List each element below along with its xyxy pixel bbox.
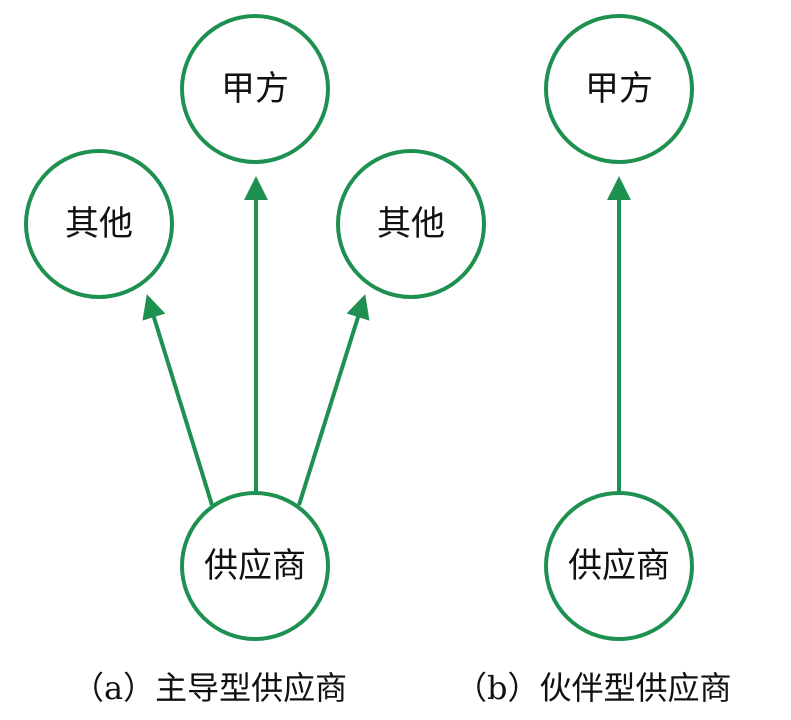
caption-diagram-a: （a）主导型供应商 <box>72 669 348 707</box>
diagram-a-node-other-right: 其他 <box>336 149 486 299</box>
diagram-a-node-party-a: 甲方 <box>180 14 330 164</box>
node-circle <box>336 149 486 299</box>
diagram-a-node-supplier: 供应商 <box>180 491 330 641</box>
edge-supplier-to-other-right <box>297 294 370 506</box>
node-circle <box>544 14 694 164</box>
node-label-supplier: 供应商 <box>568 546 670 586</box>
node-label-party-a: 甲方 <box>221 69 289 109</box>
caption-diagram-b: （b）伙伴型供应商 <box>455 669 732 707</box>
edge-supplier-to-other-left <box>142 294 214 506</box>
node-label-other-left: 其他 <box>65 204 133 244</box>
node-label-party-a: 甲方 <box>585 69 653 109</box>
node-circle <box>24 149 174 299</box>
node-circle <box>180 14 330 164</box>
node-label-other-right: 其他 <box>377 204 445 244</box>
node-circle <box>544 491 694 641</box>
node-label-supplier: 供应商 <box>204 546 306 586</box>
diagram-b-node-supplier: 供应商 <box>544 491 694 641</box>
node-circle <box>180 491 330 641</box>
diagram-b-node-party-a: 甲方 <box>544 14 694 164</box>
diagram-a-node-other-left: 其他 <box>24 149 174 299</box>
diagram-a-edges <box>142 176 370 506</box>
